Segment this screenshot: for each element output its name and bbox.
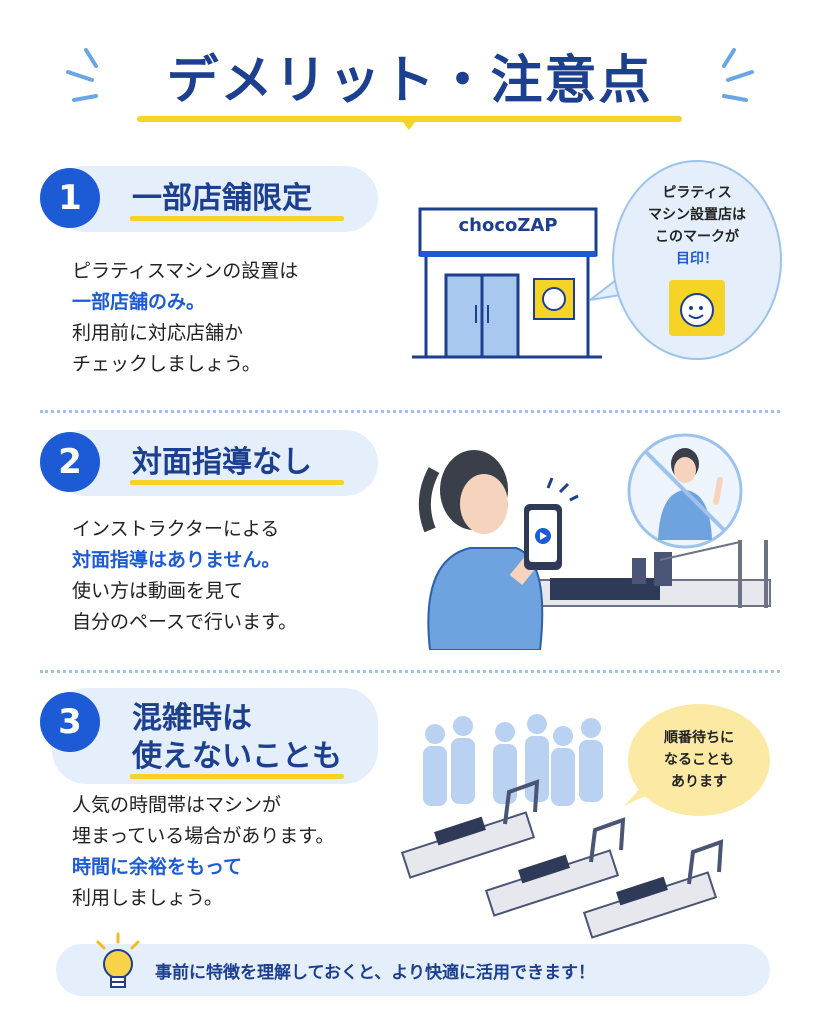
sparkle-rays-icon (722, 48, 754, 102)
section-2-line-4: 自分のペースで行います。 (72, 611, 298, 633)
bubble-1-line-1: ピラティス (662, 185, 732, 201)
section-2-title-underline (130, 480, 344, 485)
bubble-3-line-3: あります (671, 774, 727, 790)
section-3-title-line-1: 混雑時は (132, 701, 252, 736)
tip-bar (56, 944, 770, 996)
section-1-line-4: チェックしましょう。 (72, 353, 261, 375)
section-1-line-1: ピラティスマシンの設置は (72, 260, 299, 282)
section-3-header (52, 688, 378, 784)
section-1-title: 一部店舗限定 (132, 181, 312, 216)
queue-warning-bubble: 順番待ちに なることも あります (628, 704, 770, 816)
section-3-line-1: 人気の時間帯はマシンが (72, 794, 282, 816)
section-1-line-2: 一部店舗のみ。 (72, 291, 206, 313)
section-3-line-4: 利用しましょう。 (72, 887, 223, 909)
store-icon (412, 207, 602, 359)
section-2-number: 2 (40, 432, 100, 492)
no-instructor-icon (627, 433, 743, 549)
section-2-title: 対面指導なし (132, 445, 312, 480)
store-sign-text: chocoZAP (458, 215, 558, 236)
tip-text: 事前に特徴を理解しておくと、より快適に活用できます！ (155, 963, 595, 983)
bubble-3-line-2: なることも (664, 752, 734, 768)
section-1-body: ピラティスマシンの設置は 一部店舗のみ。 利用前に対応店舗か チェックしましょう… (72, 256, 298, 380)
woman-video-illustration (418, 450, 771, 650)
section-3-number: 3 (40, 692, 100, 752)
page-title: デメリット・注意点 (166, 51, 653, 111)
section-3-title-underline (130, 774, 344, 779)
section-2-body: インストラクターによる 対面指導はありません。 使い方は動画を見て 自分のペース… (72, 514, 297, 638)
section-divider (40, 670, 780, 673)
section-2-header (52, 430, 378, 496)
lightbulb-icon (96, 932, 140, 988)
marker-info-bubble: ピラティス マシン設置店は このマークが 目印！ (612, 160, 782, 360)
section-2-line-3: 使い方は動画を見て (72, 580, 244, 602)
section-1-number: 1 (40, 168, 100, 228)
section-1-line-3: 利用前に対応店舗か (72, 322, 244, 344)
crowded-machines-illustration (400, 714, 724, 939)
sparkle-rays-icon (66, 48, 98, 102)
section-3-line-3: 時間に余裕をもって (72, 856, 243, 878)
section-divider (40, 410, 780, 413)
section-2-line-1: インストラクターによる (72, 518, 280, 540)
section-2-line-2: 対面指導はありません。 (72, 549, 281, 571)
section-3-line-2: 埋まっている場合があります。 (72, 825, 335, 847)
section-1-title-underline (130, 216, 344, 221)
bubble-1-line-2: マシン設置店は (648, 207, 746, 223)
bubble-1-line-3: このマークが (655, 229, 739, 245)
section-1-header (52, 166, 378, 232)
section-3-body: 人気の時間帯はマシンが 埋まっている場合があります。 時間に余裕をもって 利用し… (72, 790, 334, 914)
chocozap-mark-icon (669, 280, 725, 336)
bubble-3-line-1: 順番待ちに (664, 730, 734, 746)
section-3-title-line-2: 使えないことも (132, 739, 342, 774)
bubble-1-line-4: 目印！ (676, 251, 718, 267)
title-underline-notch (400, 118, 418, 130)
